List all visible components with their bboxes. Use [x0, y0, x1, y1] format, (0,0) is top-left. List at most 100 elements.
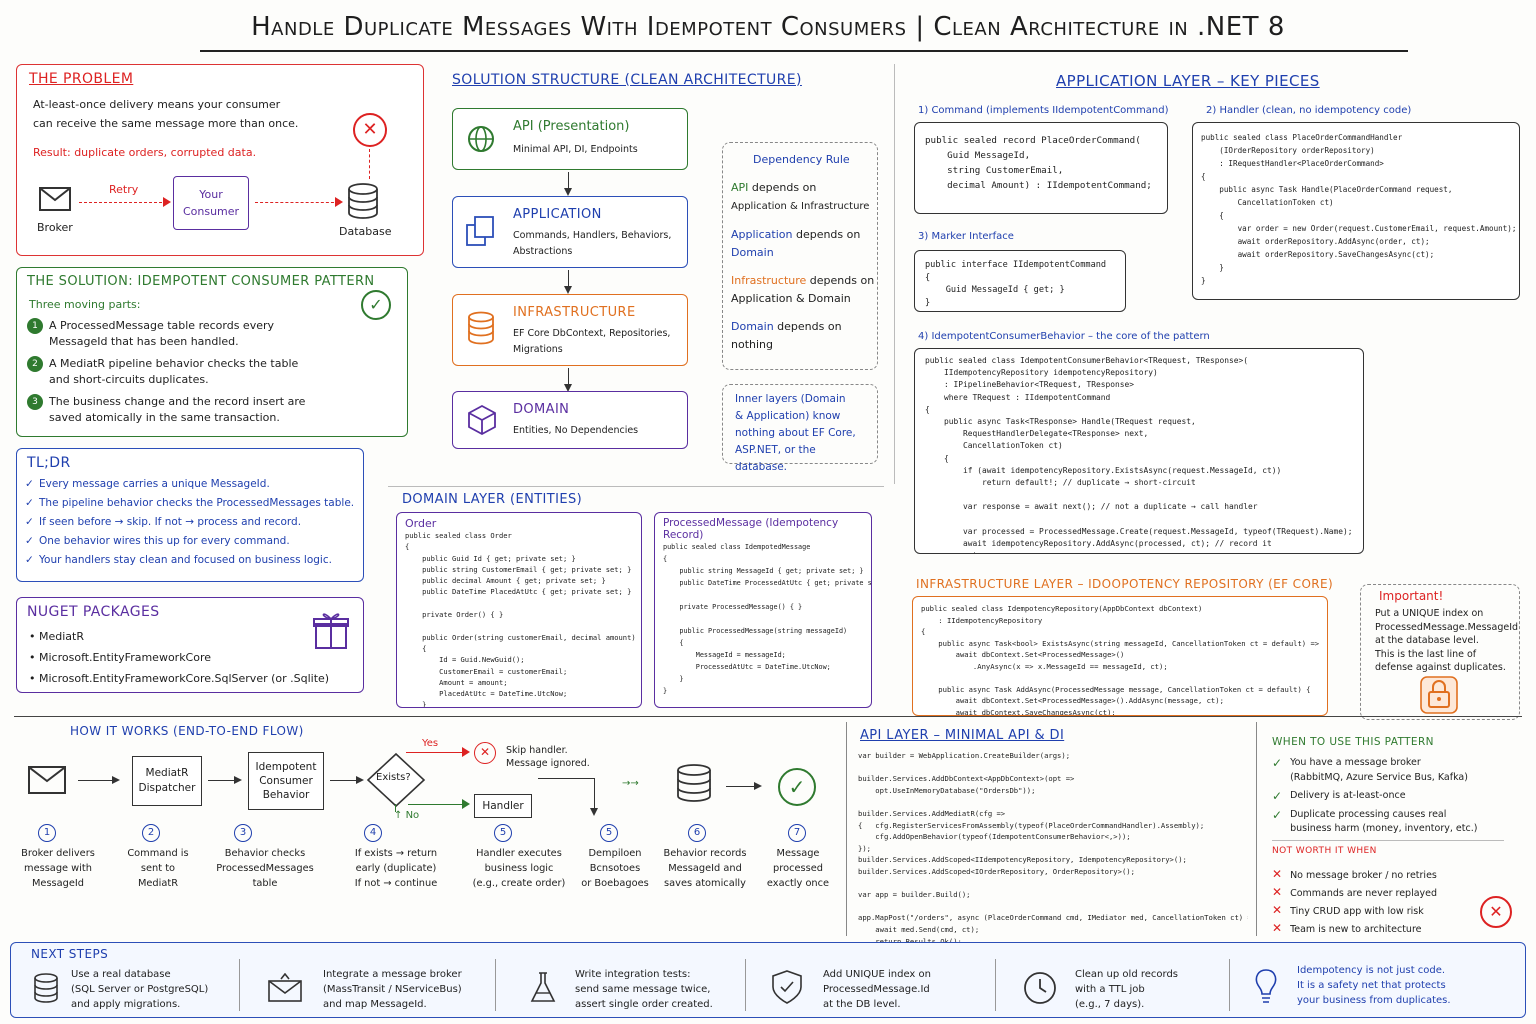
nuget-card: NuGet Packages • MediatR • Microsoft.Ent…: [16, 597, 364, 693]
order-code: public sealed class Order { public Guid …: [405, 531, 636, 708]
layers-icon: [465, 215, 497, 251]
tldr-item: Your handlers stay clean and focused on …: [25, 551, 354, 570]
mail-icon: [39, 187, 71, 211]
layer-infrastructure: Infrastructure EF Core DbContext, Reposi…: [452, 294, 688, 366]
next-title: Next Steps: [31, 947, 109, 961]
infra-title: Infrastructure Layer – Idoopotency Repos…: [916, 577, 1334, 591]
tldr-item: Every message carries a unique MessageId…: [25, 475, 354, 494]
when-yes-item: ✓You have a message broker(RabbitMQ, Azu…: [1272, 756, 1468, 783]
lock-icon: [1419, 675, 1459, 719]
tldr-item: The pipeline behavior checks the Process…: [25, 494, 354, 513]
problem-line1: At-least-once delivery means your consum…: [33, 98, 281, 111]
when-no-item: ✕No message broker / no retries: [1272, 867, 1437, 881]
tldr-list: Every message carries a unique MessageId…: [25, 475, 354, 570]
api-title: API Layer – Minimal API & DI: [860, 728, 1065, 743]
mail-icon: [28, 766, 66, 794]
retry-label: Retry: [109, 183, 139, 196]
flow-title: How it works (end-to-end flow): [70, 724, 304, 738]
gift-icon: [313, 610, 349, 654]
handler-code: public sealed class PlaceOrderCommandHan…: [1201, 133, 1517, 285]
lightbulb-icon: [1251, 967, 1281, 1011]
domain-title: Domain Layer (Entities): [402, 492, 583, 507]
layer-application: Application Commands, Handlers, Behavior…: [452, 196, 688, 268]
behavior-code: public sealed class IdempotentConsumerBe…: [925, 356, 1353, 553]
tldr-item: One behavior wires this up for every com…: [25, 532, 354, 551]
next-step-item: Integrate a message broker(MassTransit /…: [323, 969, 462, 1010]
problem-result: Result: duplicate orders, corrupted data…: [33, 146, 257, 159]
error-icon: ✕: [1480, 896, 1512, 928]
next-step-item: Use a real database(SQL Server or Postgr…: [71, 969, 209, 1010]
pm-code: public sealed class IdempotedMessage { p…: [663, 543, 872, 695]
database-icon: [33, 973, 59, 1007]
problem-line2: can receive the same message more than o…: [33, 117, 299, 130]
cmd-code: public sealed record PlaceOrderCommand( …: [925, 135, 1152, 191]
layer-domain: Domain Entities, No Dependencies: [452, 391, 688, 449]
database-icon: [467, 311, 495, 349]
behavior-title: 4) IdempotentConsumerBehavior – the core…: [918, 331, 1210, 342]
marker-code: public interface IIdempotentCommand { Gu…: [925, 260, 1107, 308]
tldr-title: TL;DR: [27, 455, 71, 471]
pm-code-card: ProcessedMessage (Idempotency Record) pu…: [654, 512, 872, 708]
database-icon: [347, 183, 379, 223]
envelope-icon: [267, 972, 303, 1007]
globe-icon: [467, 125, 495, 157]
page-title: Handle Duplicate Messages With Idempoten…: [251, 12, 1285, 42]
shield-icon: [771, 969, 803, 1009]
problem-card: The Problem At-least-once delivery means…: [16, 64, 424, 256]
tldr-card: TL;DR Every message carries a unique Mes…: [16, 448, 364, 582]
broker-label: Broker: [37, 221, 73, 234]
skip-icon: ✕: [474, 742, 496, 764]
when-yes-item: ✓Delivery is at-least-once: [1272, 789, 1406, 803]
marker-code-card: public interface IIdempotentCommand { Gu…: [914, 250, 1126, 312]
yes-label: Yes: [422, 738, 439, 749]
database-icon: [676, 764, 712, 808]
no-label: ↑ No: [394, 810, 420, 821]
problem-title: The Problem: [29, 71, 134, 87]
clock-icon: [1023, 971, 1057, 1009]
exists-decision: [366, 752, 426, 812]
solution-card: The Solution: Idempotent Consumer Patter…: [16, 267, 408, 437]
nuget-item: • MediatR: [29, 630, 84, 643]
when-no-item: ✕Commands are never replayed: [1272, 885, 1438, 899]
behavior-code-card: public sealed class IdempotentConsumerBe…: [914, 348, 1364, 554]
not-worth-title: Not worth it when: [1272, 846, 1377, 856]
tldr-item: If seen before → skip. If not → process …: [25, 513, 354, 532]
nuget-item: • Microsoft.EntityFrameworkCore.SqlServe…: [29, 672, 330, 685]
app-title: Application Layer – Key Pieces: [1056, 72, 1320, 90]
error-icon: ✕: [353, 113, 387, 147]
database-label: Database: [339, 225, 392, 238]
infra-code: public sealed class IdempotencyRepositor…: [921, 604, 1320, 716]
success-icon: ✓: [778, 768, 816, 806]
cmd-code-card: public sealed record PlaceOrderCommand( …: [914, 122, 1168, 214]
when-no-item: ✕Tiny CRUD app with low risk: [1272, 903, 1424, 917]
solution-title: The Solution: Idempotent Consumer Patter…: [27, 274, 375, 289]
infra-code-card: public sealed class IdempotencyRepositor…: [912, 596, 1328, 716]
when-title: When to use this pattern: [1272, 736, 1434, 748]
handler-box: Handler: [474, 794, 532, 818]
marker-title: 3) Marker Interface: [918, 231, 1014, 242]
flask-icon: [529, 971, 557, 1009]
nuget-title: NuGet Packages: [27, 604, 160, 620]
cube-icon: [467, 404, 497, 440]
